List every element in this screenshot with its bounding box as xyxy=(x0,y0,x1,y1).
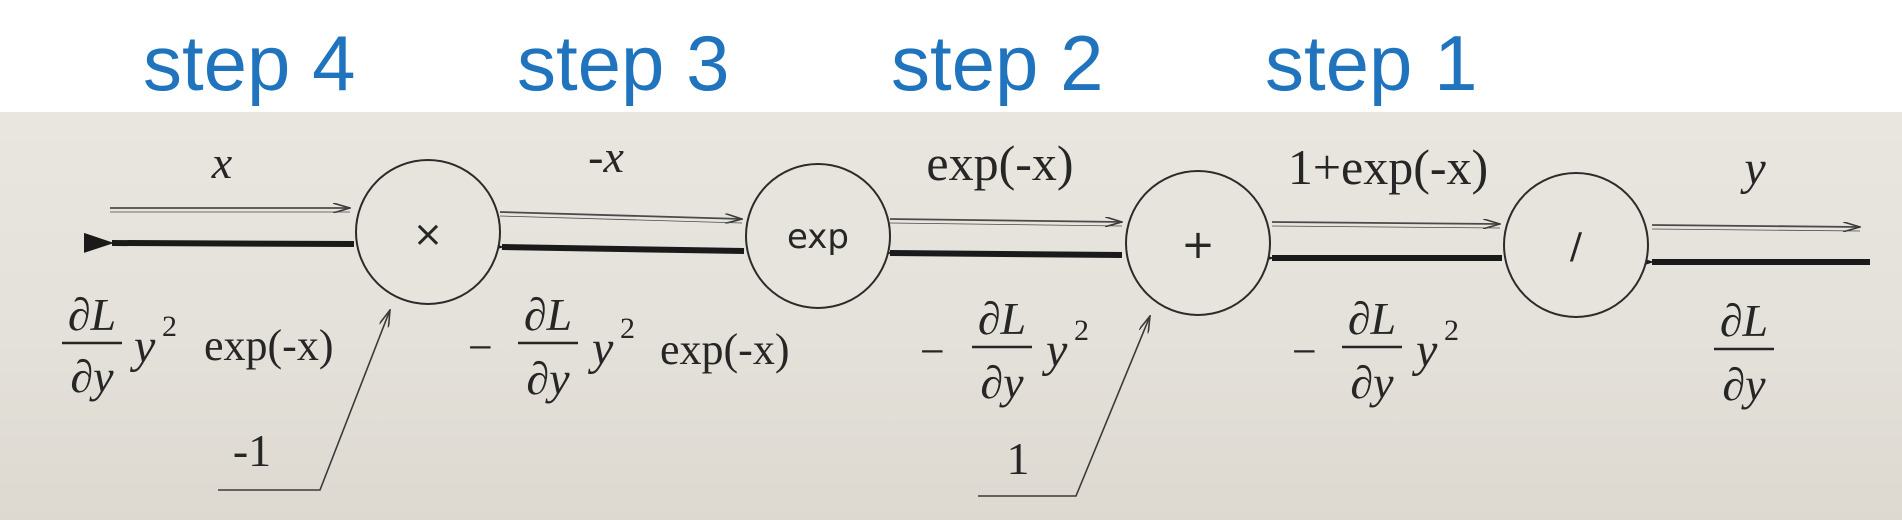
grad-0-numerator: ∂L xyxy=(1720,295,1768,346)
forward-label-y: y xyxy=(1739,142,1766,195)
grad-2-minus: − xyxy=(920,327,945,376)
forward-label-x: x xyxy=(211,137,233,188)
gradient-term-1: − ∂L ∂y y 2 xyxy=(1292,293,1459,408)
backward-edge-4 xyxy=(473,236,745,257)
backward-edges xyxy=(83,232,1870,272)
forward-edge-one-plus-exp xyxy=(1271,222,1500,224)
gradient-term-3: − ∂L ∂y y 2 exp(-x) xyxy=(468,289,790,404)
grad-4-exp: exp(-x) xyxy=(204,321,334,370)
grad-4-y: y xyxy=(129,320,156,373)
gradient-term-4: ∂L ∂y y 2 exp(-x) xyxy=(62,289,334,402)
add-node xyxy=(1125,170,1271,316)
forward-edges xyxy=(110,208,1860,231)
side-input-line-minus-one xyxy=(218,310,390,491)
step-4-label: step 4 xyxy=(143,19,356,107)
grad-1-minus: − xyxy=(1292,327,1317,376)
divide-symbol: / xyxy=(1570,226,1583,267)
forward-edge-exp xyxy=(889,219,1122,222)
grad-3-exp: exp(-x) xyxy=(660,325,790,374)
divide-node xyxy=(1503,172,1649,318)
grad-1-square: 2 xyxy=(1444,314,1459,347)
add-symbol: + xyxy=(1181,222,1215,268)
grad-4-numerator: ∂L xyxy=(68,289,116,340)
forward-edge-y xyxy=(1651,225,1860,227)
step-1-label: step 1 xyxy=(1265,19,1478,107)
grad-3-y: y xyxy=(587,322,614,375)
forward-label-neg-x: -x xyxy=(588,131,624,182)
gradient-term-2: − ∂L ∂y y 2 xyxy=(920,293,1089,408)
backward-edge-5 xyxy=(83,232,355,253)
forward-edge-neg-x xyxy=(499,211,742,219)
grad-4-denominator: ∂y xyxy=(70,351,114,402)
gradient-upstream: ∂L ∂y xyxy=(1714,295,1774,410)
multiply-symbol: × xyxy=(413,214,443,255)
grad-0-denominator: ∂y xyxy=(1722,359,1766,410)
grad-4-square: 2 xyxy=(162,310,177,343)
side-input-minus-one: -1 xyxy=(233,425,271,476)
grad-3-minus: − xyxy=(468,323,493,372)
grad-2-denominator: ∂y xyxy=(980,357,1024,408)
grad-3-numerator: ∂L xyxy=(524,289,572,340)
side-input-line-one xyxy=(978,316,1150,497)
grad-3-denominator: ∂y xyxy=(526,353,570,404)
grad-2-numerator: ∂L xyxy=(978,293,1026,344)
grad-2-y: y xyxy=(1041,324,1068,377)
backward-edge-3 xyxy=(861,242,1123,263)
grad-1-denominator: ∂y xyxy=(1350,357,1394,408)
grad-2-square: 2 xyxy=(1074,314,1089,347)
forward-label-one-plus-exp: 1+exp(-x) xyxy=(1288,139,1488,195)
forward-label-exp-neg-x: exp(-x) xyxy=(926,135,1073,191)
grad-3-square: 2 xyxy=(620,312,635,345)
multiply-node xyxy=(355,159,501,305)
grad-1-y: y xyxy=(1411,324,1438,377)
grad-1-numerator: ∂L xyxy=(1348,293,1396,344)
step-2-label: step 2 xyxy=(891,19,1104,107)
side-input-one: 1 xyxy=(1007,433,1030,484)
exp-node xyxy=(745,163,891,309)
exp-symbol: exp xyxy=(787,217,849,257)
step-3-label: step 3 xyxy=(517,19,730,107)
